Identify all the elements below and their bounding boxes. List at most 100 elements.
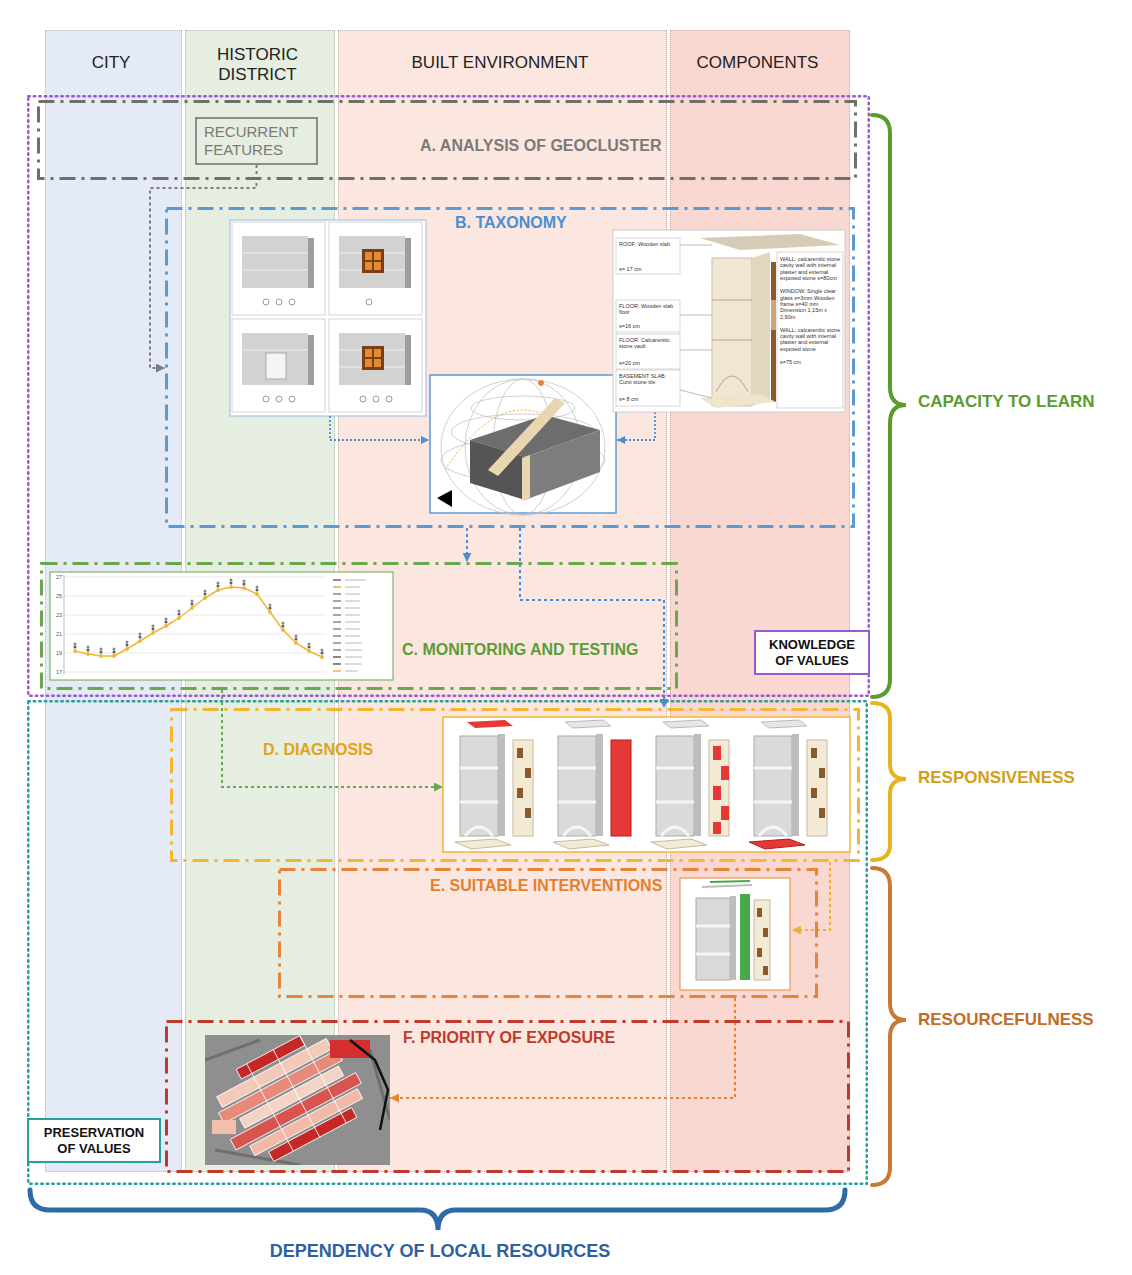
facade-panel	[329, 222, 422, 315]
component-drawing	[716, 376, 748, 392]
outline	[27, 700, 868, 1185]
knowledge-region: KNOWLEDGE OF VALUESA. ANALYSIS OF GEOCLU…	[27, 95, 870, 697]
facade-panel	[373, 396, 379, 402]
flow-connector	[792, 862, 830, 930]
component-drawing	[613, 230, 845, 412]
diagnosis-variant	[754, 767, 792, 770]
monitoring-box: C. MONITORING AND TESTING	[40, 562, 678, 690]
facade-panel	[362, 249, 384, 273]
intervention-drawing	[680, 878, 790, 990]
outline-stroke	[39, 102, 856, 179]
exposure-map	[330, 1040, 370, 1058]
facade-panel	[308, 238, 314, 288]
section-title: D. DIAGNOSIS	[263, 740, 413, 759]
bracket-label: RESPONSIVENESS	[918, 768, 1123, 788]
exposure-map	[236, 1036, 305, 1080]
component-drawing	[752, 252, 770, 406]
taxonomy-box: B. TAXONOMY	[165, 207, 855, 528]
dimension-note: s= 8 cm	[619, 396, 677, 402]
diagnosis-variant	[455, 839, 511, 849]
exposure-map	[269, 1108, 357, 1162]
column-header: CITY	[46, 53, 176, 73]
outline	[40, 562, 678, 690]
component-drawing	[616, 238, 680, 274]
facade-panel	[386, 396, 392, 402]
component-note: WINDOW: Single clear glass s=3mm Wooden …	[780, 288, 843, 320]
temperature-chart	[333, 635, 341, 637]
intervention-drawing	[696, 898, 730, 980]
temperature-chart	[64, 596, 326, 597]
axis-tick: 25	[51, 593, 62, 599]
temperature-chart	[345, 642, 362, 644]
facade-panel	[329, 319, 422, 412]
dimension-note: s= 17 cm	[619, 266, 677, 272]
temperature-chart	[345, 635, 360, 637]
temperature-chart	[333, 579, 341, 581]
component-drawing	[712, 258, 752, 406]
diagnosis-variant	[467, 720, 513, 728]
temperature-chart	[345, 621, 360, 623]
diagnosis-variant	[517, 788, 523, 798]
label-anchor: WINDOW: Single clear glass s=3mm Wooden …	[780, 288, 843, 320]
analysis-box: A. ANALYSIS OF GEOCLUSTERRECURRENT FEATU…	[37, 100, 857, 180]
temperature-chart	[333, 607, 341, 609]
energy-model	[441, 379, 605, 515]
column-band: COMPONENTS	[670, 30, 850, 1172]
component-drawing	[616, 370, 680, 406]
facade-panel	[289, 299, 295, 305]
intervention-drawing	[696, 953, 730, 956]
label-anchor: 19	[51, 650, 62, 656]
outline	[165, 207, 855, 528]
diagnosis-variant	[709, 740, 729, 836]
temperature-chart	[345, 670, 358, 672]
diagnosis-variant	[749, 720, 827, 849]
intervention-drawing	[740, 894, 750, 980]
component-drawing	[616, 334, 680, 369]
temperature-chart	[333, 580, 366, 671]
diagnosis-variant	[553, 720, 631, 849]
outline	[27, 95, 870, 697]
facade-panel	[339, 333, 405, 385]
intervention-drawing	[757, 908, 762, 917]
bracket-label: RESOURCEFULNESS	[918, 1010, 1123, 1030]
temperature-chart	[333, 593, 341, 595]
dimension-note: s=20 cm	[619, 360, 677, 366]
temperature-chart	[345, 593, 360, 595]
temperature-chart	[75, 587, 322, 657]
label-anchor: WALL: calcarenitic stone cavity wall wit…	[780, 256, 843, 281]
temperature-chart	[333, 621, 341, 623]
diagnosis-variant	[807, 740, 827, 836]
outline-stroke	[280, 870, 817, 997]
facade-panel	[242, 253, 308, 254]
label-anchor: 27	[51, 574, 62, 580]
facade-panel	[232, 319, 325, 412]
facade-panel	[242, 333, 308, 385]
label-anchor: 17	[51, 669, 62, 675]
diagnosis-variant	[656, 801, 694, 804]
label-anchor: 23	[51, 612, 62, 618]
exposure-map	[247, 1064, 293, 1151]
outline-stroke	[172, 710, 859, 861]
diagnosis-variant	[721, 806, 729, 820]
bracket-label: DEPENDENCY OF LOCAL RESOURCES	[190, 1241, 690, 1263]
diagnosis-variant	[611, 740, 631, 836]
diagnosis-variant	[811, 748, 817, 758]
temperature-chart	[333, 600, 341, 602]
temperature-chart	[333, 586, 341, 588]
diagnosis-variant	[558, 767, 596, 770]
facade-panel	[289, 396, 295, 402]
diagnosis-variant	[455, 720, 533, 849]
intervention-drawing	[763, 966, 768, 975]
diagnosis-variant	[513, 740, 533, 836]
section-title: C. MONITORING AND TESTING	[402, 640, 672, 659]
temperature-chart	[345, 663, 362, 665]
temperature-chart	[75, 580, 322, 650]
diagnosis-variant	[460, 767, 498, 770]
diagnosis-variant	[721, 766, 729, 780]
flow-connector	[520, 528, 664, 708]
intervention-drawing	[702, 885, 752, 887]
